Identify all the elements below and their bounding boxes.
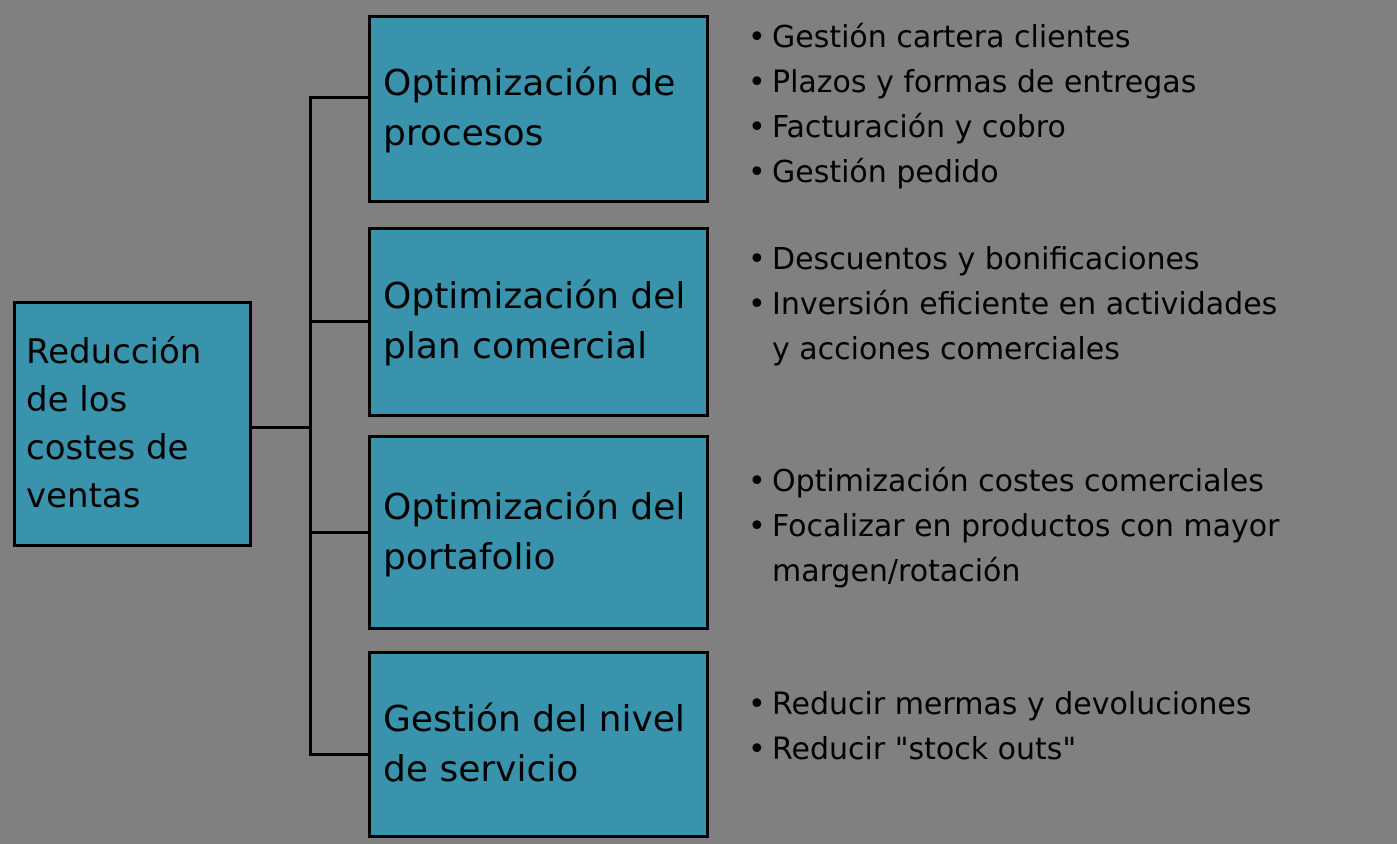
bullet-list-procesos: • Gestión cartera clientes • Plazos y fo… <box>748 15 1388 195</box>
bullet-list-portafolio: • Optimización costes comerciales • Foca… <box>748 459 1388 594</box>
node-optimizacion-plan-comercial: Optimización del plan comercial <box>368 227 709 417</box>
node-optimizacion-procesos: Optimización de procesos <box>368 15 709 203</box>
bullet-icon: • <box>748 464 766 499</box>
bullet-text: Gestión cartera clientes <box>772 20 1131 55</box>
connector-branch-4-line <box>309 753 368 756</box>
list-item: • Descuentos y bonificaciones <box>748 237 1388 282</box>
bullet-list-nivel-servicio: • Reducir mermas y devoluciones • Reduci… <box>748 682 1388 772</box>
bullet-list-plan-comercial: • Descuentos y bonificaciones • Inversió… <box>748 237 1388 372</box>
connector-branch-2-line <box>309 320 368 323</box>
list-item: • Gestión pedido <box>748 150 1388 195</box>
bullet-text: Gestión pedido <box>772 155 999 190</box>
bullet-icon: • <box>748 110 766 145</box>
list-item: • Plazos y formas de entregas <box>748 60 1388 105</box>
list-item: • Reducir mermas y devoluciones <box>748 682 1388 727</box>
bullet-icon: • <box>748 509 766 544</box>
connector-branch-1-line <box>309 96 368 99</box>
bullet-text: Reducir "stock outs" <box>772 732 1077 767</box>
bullet-text: Focalizar en productos con mayor margen/… <box>772 509 1280 589</box>
node-label: Gestión del nivel de servicio <box>383 698 685 790</box>
node-root-reduccion-costes: Reducción de los costes de ventas <box>13 301 252 547</box>
bullet-text: Optimización costes comerciales <box>772 464 1264 499</box>
connector-root-line <box>250 426 310 429</box>
bullet-icon: • <box>748 732 766 767</box>
list-item: • Facturación y cobro <box>748 105 1388 150</box>
node-label: Optimización de procesos <box>383 63 676 154</box>
bullet-text: Descuentos y bonificaciones <box>772 242 1200 277</box>
bullet-icon: • <box>748 20 766 55</box>
node-label: Optimización del portafolio <box>383 486 686 578</box>
bullet-icon: • <box>748 65 766 100</box>
list-item: • Focalizar en productos con mayor marge… <box>748 504 1388 594</box>
bullet-text: Plazos y formas de entregas <box>772 65 1197 100</box>
bullet-icon: • <box>748 687 766 722</box>
bullet-icon: • <box>748 287 766 322</box>
list-item: • Reducir "stock outs" <box>748 727 1388 772</box>
bullet-text: Inversión eficiente en actividades y acc… <box>772 287 1278 367</box>
list-item: • Inversión eficiente en actividades y a… <box>748 282 1388 372</box>
node-optimizacion-portafolio: Optimización del portafolio <box>368 435 709 630</box>
bullet-icon: • <box>748 242 766 277</box>
node-gestion-nivel-servicio: Gestión del nivel de servicio <box>368 651 709 838</box>
node-label: Optimización del plan comercial <box>383 276 686 367</box>
connector-trunk-line <box>309 96 312 756</box>
bullet-text: Facturación y cobro <box>772 110 1066 145</box>
connector-branch-3-line <box>309 531 368 534</box>
list-item: • Optimización costes comerciales <box>748 459 1388 504</box>
list-item: • Gestión cartera clientes <box>748 15 1388 60</box>
bullet-icon: • <box>748 155 766 190</box>
bullet-text: Reducir mermas y devoluciones <box>772 687 1252 722</box>
node-root-label: Reducción de los costes de ventas <box>26 332 202 516</box>
